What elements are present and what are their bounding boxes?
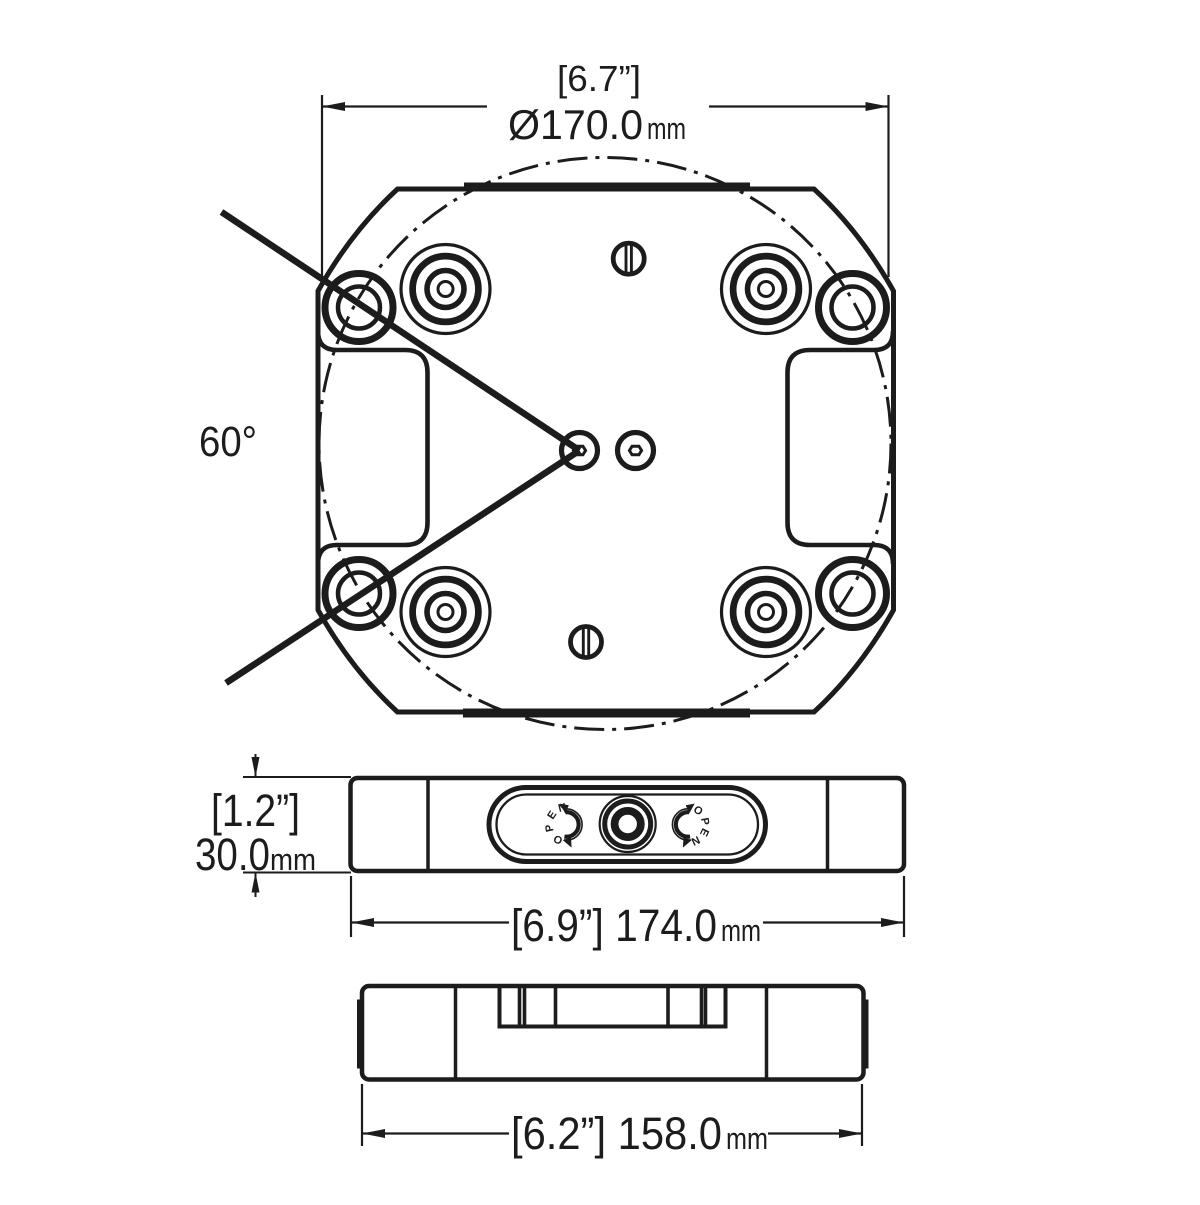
- svg-text:60°: 60°: [199, 418, 257, 466]
- svg-text:30.0mm: 30.0mm: [195, 829, 316, 880]
- svg-text:[1.2”]: [1.2”]: [211, 785, 300, 836]
- svg-text:Ø170.0mm: Ø170.0mm: [508, 101, 686, 148]
- svg-text:E: E: [697, 826, 711, 838]
- svg-text:N: N: [557, 801, 568, 815]
- svg-text:P: P: [543, 823, 556, 833]
- svg-text:[6.2”] 158.0mm: [6.2”] 158.0mm: [511, 1108, 768, 1159]
- svg-text:P: P: [698, 817, 711, 826]
- svg-text:[6.9”] 174.0mm: [6.9”] 174.0mm: [511, 900, 761, 951]
- svg-text:[6.7”]: [6.7”]: [557, 58, 641, 99]
